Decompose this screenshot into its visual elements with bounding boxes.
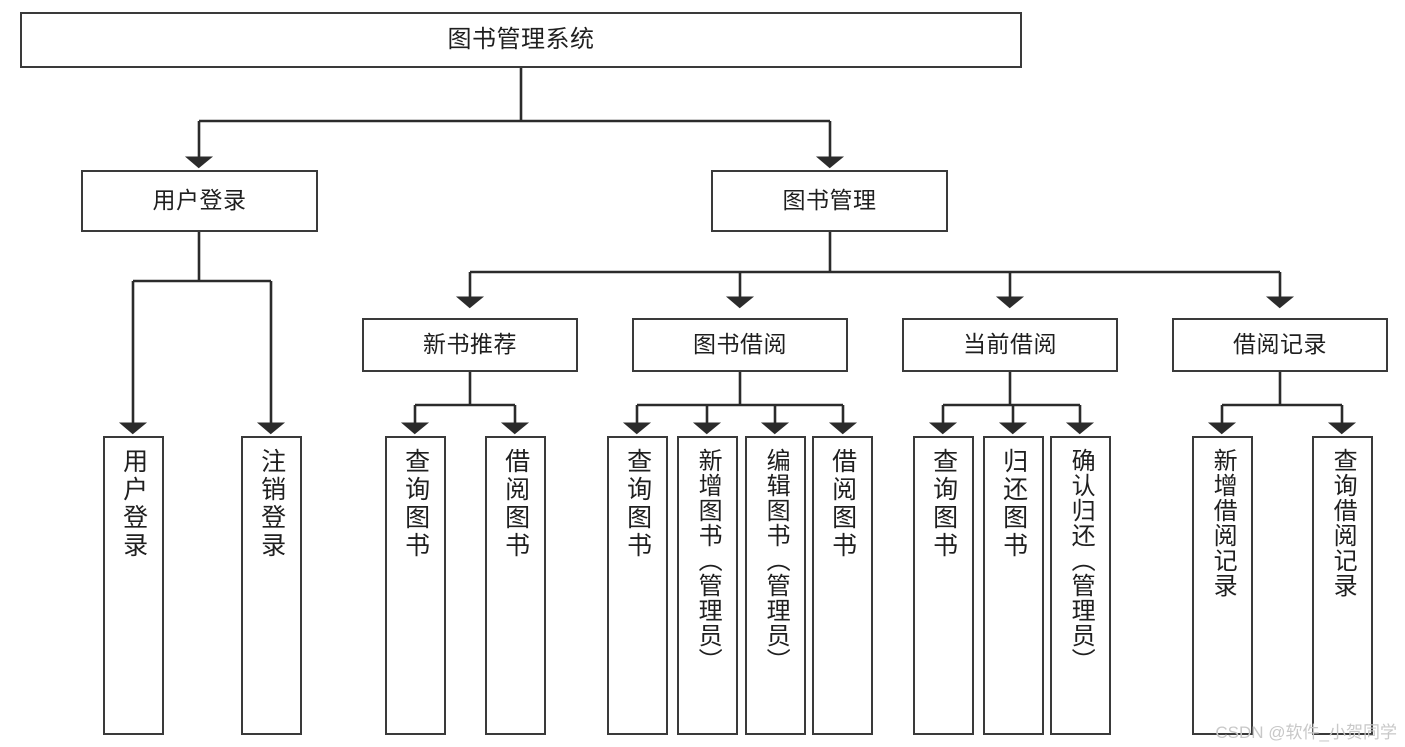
leaf-confirm-return-admin[interactable]: 确认归还（管理员）	[1050, 436, 1111, 735]
leaf-add-borrow-record[interactable]: 新增借阅记录	[1192, 436, 1253, 735]
node-label: 确认归还（管理员）	[1067, 448, 1095, 673]
leaf-edit-book-admin[interactable]: 编辑图书（管理员）	[745, 436, 806, 735]
leaf-add-book-admin[interactable]: 新增图书（管理员）	[677, 436, 738, 735]
node-label: 图书借阅	[693, 331, 787, 358]
node-new-book-recommend[interactable]: 新书推荐	[362, 318, 578, 372]
leaf-logout[interactable]: 注销登录	[241, 436, 302, 735]
leaf-user-login[interactable]: 用户登录	[103, 436, 164, 735]
node-root-system[interactable]: 图书管理系统	[20, 12, 1022, 68]
leaf-borrow-book-recommend[interactable]: 借阅图书	[485, 436, 546, 735]
node-label: 用户登录	[152, 187, 247, 214]
node-label: 借阅记录	[1233, 331, 1327, 358]
node-label: 借阅图书	[828, 448, 857, 560]
node-current-borrow[interactable]: 当前借阅	[902, 318, 1118, 372]
leaf-query-book-borrow[interactable]: 查询图书	[607, 436, 668, 735]
watermark: CSDN @软件_小贺同学	[1215, 723, 1397, 742]
node-label: 查询图书	[623, 448, 652, 560]
node-label: 编辑图书（管理员）	[762, 448, 790, 673]
node-borrow-record[interactable]: 借阅记录	[1172, 318, 1388, 372]
leaf-query-book-current[interactable]: 查询图书	[913, 436, 974, 735]
node-label: 图书管理系统	[447, 25, 595, 53]
node-label: 查询图书	[401, 448, 430, 560]
node-label: 新增图书（管理员）	[694, 448, 722, 673]
node-label: 注销登录	[257, 448, 286, 560]
leaf-query-book-recommend[interactable]: 查询图书	[385, 436, 446, 735]
node-label: 用户登录	[119, 448, 148, 560]
node-label: 图书管理	[782, 187, 877, 214]
leaf-query-borrow-record[interactable]: 查询借阅记录	[1312, 436, 1373, 735]
node-label: 新增借阅记录	[1209, 448, 1237, 598]
leaf-borrow-book[interactable]: 借阅图书	[812, 436, 873, 735]
node-label: 新书推荐	[423, 331, 517, 358]
node-user-login[interactable]: 用户登录	[81, 170, 318, 232]
node-label: 归还图书	[999, 448, 1028, 560]
node-label: 借阅图书	[501, 448, 530, 560]
node-label: 查询图书	[929, 448, 958, 560]
node-book-management[interactable]: 图书管理	[711, 170, 948, 232]
node-label: 当前借阅	[963, 331, 1057, 358]
node-label: 查询借阅记录	[1329, 448, 1357, 598]
leaf-return-book[interactable]: 归还图书	[983, 436, 1044, 735]
node-book-borrow[interactable]: 图书借阅	[632, 318, 848, 372]
